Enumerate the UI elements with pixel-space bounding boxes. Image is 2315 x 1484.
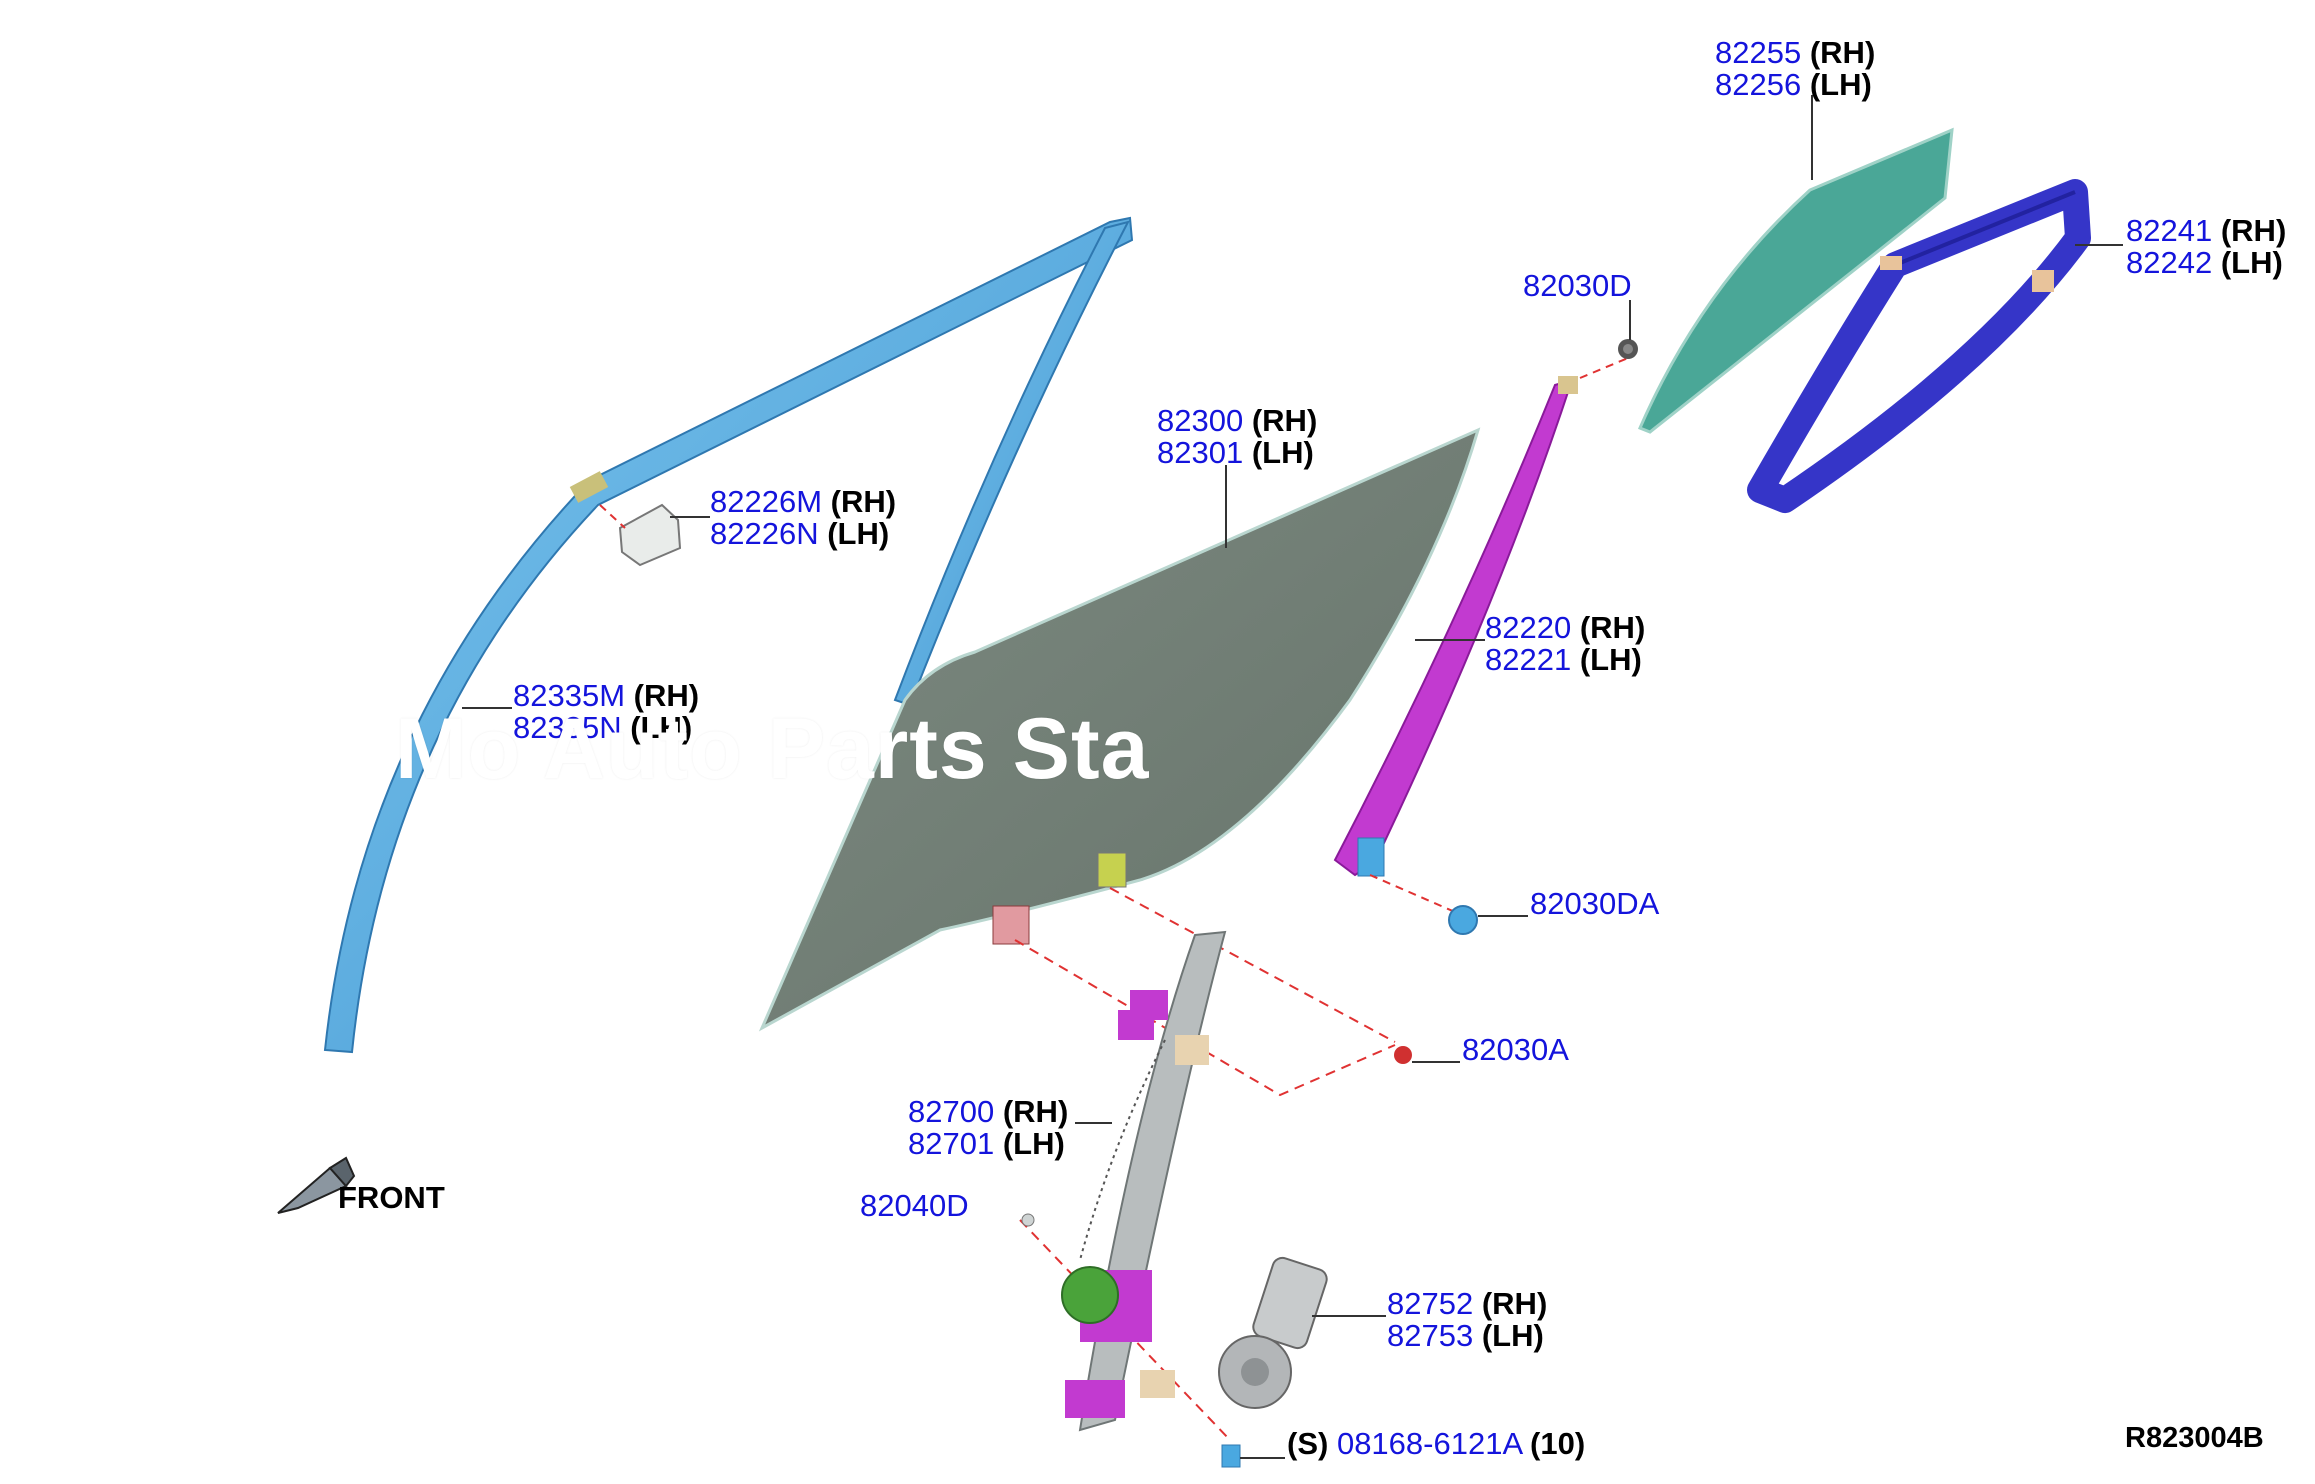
part-number-link[interactable]: 82700 bbox=[908, 1094, 995, 1129]
callout-82030A[interactable]: 82030A bbox=[1462, 1034, 1569, 1066]
part-number-link[interactable]: 82335N bbox=[513, 710, 622, 745]
callout-82030DA[interactable]: 82030DA bbox=[1530, 888, 1659, 920]
side-label: (LH) bbox=[2220, 245, 2283, 280]
part-number-link[interactable]: 82030DA bbox=[1530, 886, 1660, 921]
side-label: (RH) bbox=[830, 484, 897, 519]
callout-82700[interactable]: 82700 (RH) 82701 (LH) bbox=[908, 1096, 1068, 1160]
callout-82255[interactable]: 82255 (RH) 82256 (LH) bbox=[1715, 37, 1875, 101]
leader-lines bbox=[462, 95, 2123, 1459]
quarter-glass-molding bbox=[1747, 179, 2091, 513]
part-number-link[interactable]: 82255 bbox=[1715, 35, 1802, 70]
sash-bracket bbox=[599, 503, 682, 567]
part-number-link[interactable]: 82752 bbox=[1387, 1286, 1474, 1321]
part-number-link[interactable]: 82221 bbox=[1485, 642, 1572, 677]
part-number-link[interactable]: 82030A bbox=[1462, 1032, 1569, 1067]
callout-82040D[interactable]: 82040D bbox=[860, 1190, 969, 1222]
part-number-link[interactable]: 82701 bbox=[908, 1126, 995, 1161]
front-door-glass bbox=[758, 427, 1481, 1032]
diagram-reference-code: R823004B bbox=[2125, 1422, 2264, 1454]
side-label: (LH) bbox=[1809, 67, 1872, 102]
side-label: (RH) bbox=[1809, 35, 1876, 70]
side-label: (LH) bbox=[827, 516, 890, 551]
side-label: (RH) bbox=[2220, 213, 2287, 248]
rear-sash-channel bbox=[1333, 357, 1629, 877]
side-label: (LH) bbox=[1481, 1318, 1544, 1353]
part-number-link[interactable]: 82256 bbox=[1715, 67, 1802, 102]
front-arrow-icon bbox=[277, 1156, 356, 1214]
window-motor bbox=[1218, 1256, 1328, 1409]
side-label: (RH) bbox=[633, 678, 700, 713]
window-regulator bbox=[1061, 930, 1227, 1432]
part-number-link[interactable]: 82040D bbox=[860, 1188, 969, 1223]
grommet-upper bbox=[1618, 339, 1638, 359]
callout-82226M[interactable]: 82226M (RH) 82226N (LH) bbox=[710, 486, 896, 550]
part-number-link[interactable]: 82226N bbox=[710, 516, 819, 551]
callout-bolt[interactable]: (S) 08168-6121A (10) bbox=[1287, 1428, 1585, 1460]
part-number-link[interactable]: 82241 bbox=[2126, 213, 2213, 248]
watermark: Mo Auto Parts Sta bbox=[395, 701, 1150, 797]
quantity-label: (10) bbox=[1530, 1426, 1586, 1461]
callout-82030D[interactable]: 82030D bbox=[1523, 270, 1632, 302]
front-label: FRONT bbox=[338, 1180, 445, 1215]
mounting-lines bbox=[1014, 887, 1396, 1441]
part-number-link[interactable]: 82300 bbox=[1157, 403, 1244, 438]
callout-82220[interactable]: 82220 (RH) 82221 (LH) bbox=[1485, 612, 1645, 676]
part-number-link[interactable]: 82220 bbox=[1485, 610, 1572, 645]
grommet-lower bbox=[1369, 874, 1478, 935]
regulator-bolt bbox=[1221, 1444, 1241, 1468]
part-number-link[interactable]: 82753 bbox=[1387, 1318, 1474, 1353]
side-label: (RH) bbox=[1002, 1094, 1069, 1129]
regulator-bolt-clip bbox=[1394, 1046, 1412, 1064]
side-label: (RH) bbox=[1481, 1286, 1548, 1321]
part-number-link[interactable]: 08168-6121A bbox=[1336, 1426, 1522, 1461]
side-label: (RH) bbox=[1251, 403, 1318, 438]
standard-part-prefix: (S) bbox=[1287, 1426, 1329, 1461]
part-number-link[interactable]: 82335M bbox=[513, 678, 626, 713]
callout-82241[interactable]: 82241 (RH) 82242 (LH) bbox=[2126, 215, 2286, 279]
part-number-link[interactable]: 82030D bbox=[1523, 268, 1632, 303]
regulator-clip bbox=[1021, 1213, 1035, 1227]
part-number-link[interactable]: 82226M bbox=[710, 484, 823, 519]
side-label: (RH) bbox=[1579, 610, 1646, 645]
callout-82752[interactable]: 82752 (RH) 82753 (LH) bbox=[1387, 1288, 1547, 1352]
callout-82300[interactable]: 82300 (RH) 82301 (LH) bbox=[1157, 405, 1317, 469]
side-label: (LH) bbox=[630, 710, 693, 745]
side-label: (LH) bbox=[1251, 435, 1314, 470]
side-label: (LH) bbox=[1002, 1126, 1065, 1161]
side-label: (LH) bbox=[1579, 642, 1642, 677]
part-number-link[interactable]: 82242 bbox=[2126, 245, 2213, 280]
part-number-link[interactable]: 82301 bbox=[1157, 435, 1244, 470]
callout-82335M[interactable]: 82335M (RH) 82335N (LH) bbox=[513, 680, 699, 744]
quarter-glass bbox=[1638, 127, 1954, 434]
